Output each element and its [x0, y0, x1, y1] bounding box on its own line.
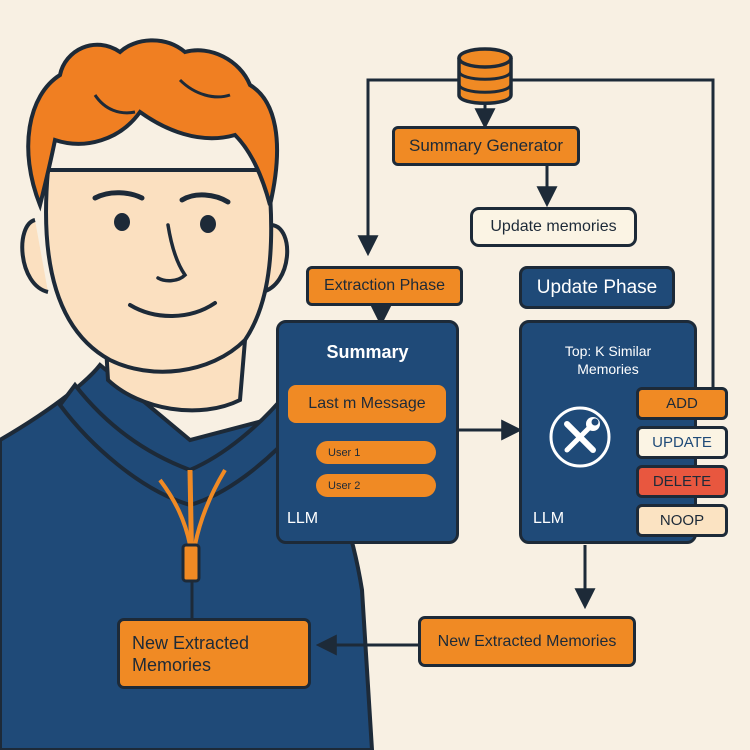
summary-title: Summary	[326, 342, 409, 362]
new-extracted-memories-right: New Extracted Memories	[418, 616, 636, 667]
op-update: UPDATE	[636, 426, 728, 459]
update-phase-label: Update Phase	[519, 266, 675, 309]
op-add: ADD	[636, 387, 728, 420]
summary-generator-box: Summary Generator	[392, 126, 580, 166]
top-k-similar-memories: Top: K Similar Memories	[564, 343, 652, 377]
user-1-pill: User 1	[316, 441, 436, 464]
op-noop: NOOP	[636, 504, 728, 537]
last-message-box: Last m Message	[288, 385, 446, 423]
tools-icon	[549, 406, 611, 468]
update-memories-box: Update memories	[470, 207, 637, 247]
database-icon	[457, 47, 513, 105]
connector-lines	[190, 78, 715, 656]
extraction-phase-label: Extraction Phase	[306, 266, 463, 306]
update-llm-label: LLM	[533, 510, 565, 527]
extraction-panel	[276, 320, 459, 544]
extraction-llm-label: LLM	[287, 510, 319, 527]
new-extracted-memories-left: New Extracted Memories	[117, 618, 311, 689]
op-delete: DELETE	[636, 465, 728, 498]
user-2-pill: User 2	[316, 474, 436, 497]
